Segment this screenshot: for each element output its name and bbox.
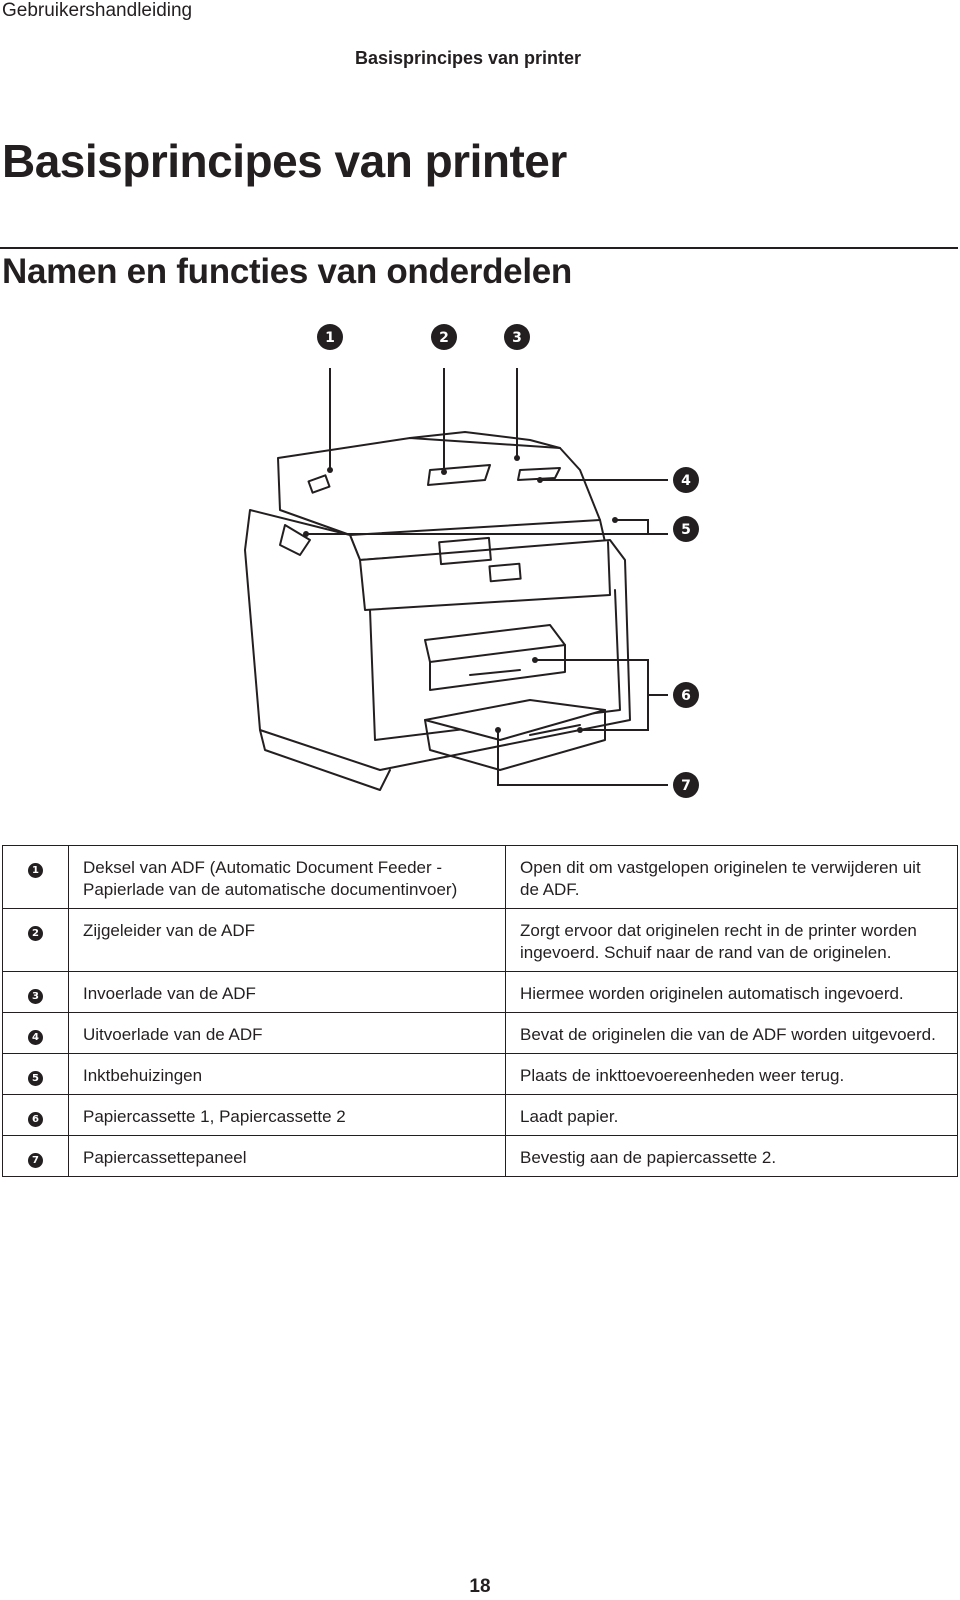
row-number-badge: 2 <box>28 926 43 941</box>
part-name: Invoerlade van de ADF <box>68 971 506 1013</box>
row-number-badge: 4 <box>28 1030 43 1045</box>
front-panel <box>359 541 611 611</box>
part-name: Papiercassettepaneel <box>68 1135 506 1177</box>
part-description: Hiermee worden originelen automatisch in… <box>505 971 958 1013</box>
callout-4: 4 <box>673 467 699 493</box>
part-description: Bevat de originelen die van de ADF worde… <box>505 1012 958 1054</box>
part-description: Open dit om vastgelopen originelen te ve… <box>505 845 958 909</box>
title-divider <box>0 247 958 249</box>
section-header-text: Basisprincipes van printer <box>354 48 582 68</box>
part-name: Inktbehuizingen <box>68 1053 506 1095</box>
table-row: 6 Papiercassette 1, Papiercassette 2 Laa… <box>2 1094 958 1136</box>
adf-tray <box>409 431 561 449</box>
part-name: Papiercassette 1, Papiercassette 2 <box>68 1094 506 1136</box>
table-row: 3 Invoerlade van de ADF Hiermee worden o… <box>2 971 958 1013</box>
callout-7: 7 <box>673 772 699 798</box>
parts-table: 1 Deksel van ADF (Automatic Document Fee… <box>2 845 958 1177</box>
page-title: Basisprincipes van printer <box>2 135 567 187</box>
running-header: Gebruikershandleiding <box>2 0 193 21</box>
row-number-badge: 5 <box>28 1071 43 1086</box>
part-name: Deksel van ADF (Automatic Document Feede… <box>68 845 506 909</box>
svg-text:2: 2 <box>439 330 449 346</box>
callout-2: 2 <box>431 324 457 350</box>
table-row: 2 Zijgeleider van de ADF Zorgt ervoor da… <box>2 908 958 972</box>
section-header: Basisprincipes van printer <box>0 48 960 69</box>
row-number-badge: 1 <box>28 863 43 878</box>
svg-text:6: 6 <box>681 688 691 704</box>
svg-text:4: 4 <box>681 473 691 489</box>
adf-handle <box>307 474 331 494</box>
svg-text:5: 5 <box>681 522 691 538</box>
table-row: 7 Papiercassettepaneel Bevestig aan de p… <box>2 1135 958 1177</box>
part-description: Laadt papier. <box>505 1094 958 1136</box>
callout-5: 5 <box>673 516 699 542</box>
row-number-badge: 6 <box>28 1112 43 1127</box>
svg-text:7: 7 <box>681 778 691 794</box>
table-row: 4 Uitvoerlade van de ADF Bevat de origin… <box>2 1012 958 1054</box>
part-description: Zorgt ervoor dat originelen recht in de … <box>505 908 958 972</box>
part-name: Zijgeleider van de ADF <box>68 908 506 972</box>
section-subtitle: Namen en functies van onderdelen <box>2 252 572 291</box>
svg-text:1: 1 <box>325 330 335 346</box>
callout-1: 1 <box>317 324 343 350</box>
callout-3: 3 <box>504 324 530 350</box>
printer-illustration: 1 2 3 4 5 6 7 <box>244 324 699 798</box>
printer-body <box>244 509 631 771</box>
adf-cover <box>277 437 601 536</box>
part-description: Plaats de inkttoevoereenheden weer terug… <box>505 1053 958 1095</box>
row-number-badge: 3 <box>28 989 43 1004</box>
table-row: 1 Deksel van ADF (Automatic Document Fee… <box>2 845 958 909</box>
part-description: Bevestig aan de papiercassette 2. <box>505 1135 958 1177</box>
part-name: Uitvoerlade van de ADF <box>68 1012 506 1054</box>
page-number: 18 <box>469 1576 491 1597</box>
row-number-badge: 7 <box>28 1153 43 1168</box>
callout-6: 6 <box>673 682 699 708</box>
svg-text:3: 3 <box>512 330 522 346</box>
table-row: 5 Inktbehuizingen Plaats de inkttoevoere… <box>2 1053 958 1095</box>
